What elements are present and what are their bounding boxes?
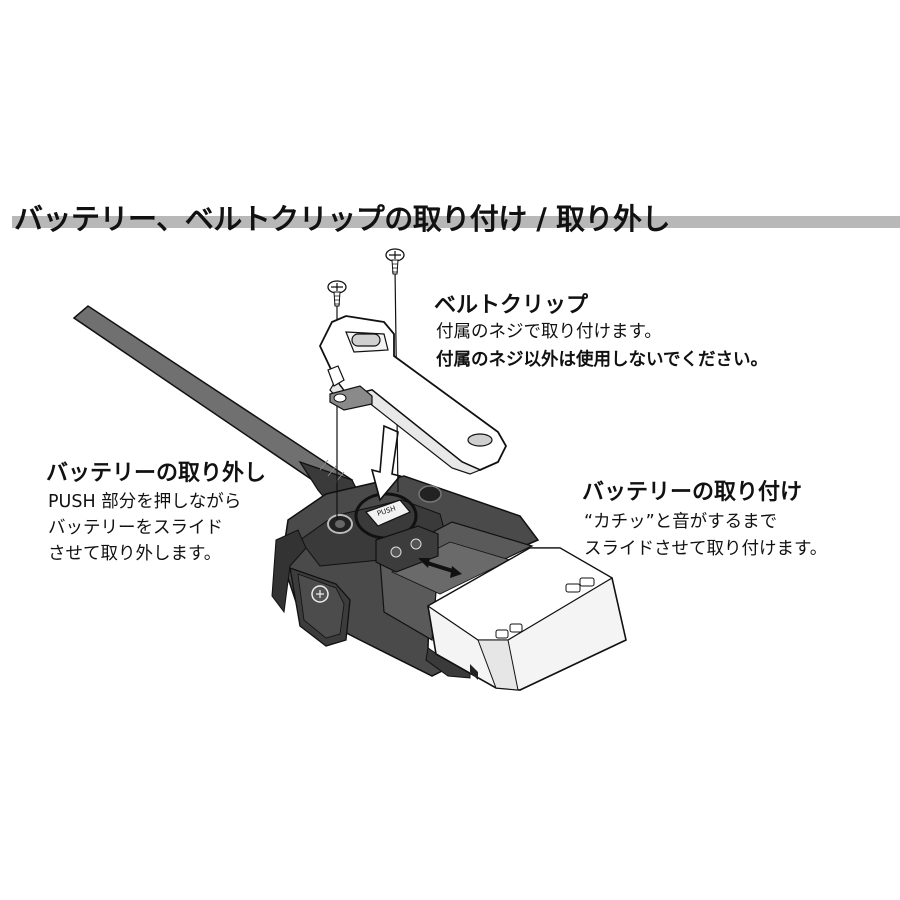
page-title: バッテリー、ベルトクリップの取り付け / 取り外し [14, 202, 671, 236]
belt-clip [318, 315, 508, 475]
battery-remove-line-3: させて取り外します。 [48, 544, 222, 564]
screw-right [385, 248, 405, 275]
push-latch: PUSH [354, 492, 418, 540]
slide-direction-arrow [418, 558, 462, 578]
screws [327, 248, 405, 307]
belt-clip-line-2: 付属のネジ以外は使用しないでください。 [436, 350, 768, 370]
battery-attach-line-1: “カチッ”と音がするまで [584, 512, 778, 532]
belt-clip-heading: ベルトクリップ [434, 293, 589, 318]
screw-left [327, 280, 347, 307]
battery-attach-line-2: スライドさせて取り付けます。 [584, 539, 828, 559]
title-underline-bar [12, 216, 900, 228]
battery-remove-heading: バッテリーの取り外し [46, 461, 267, 486]
battery-attach-heading: バッテリーの取り付け [582, 480, 803, 505]
battery-pack [426, 547, 627, 691]
battery-remove-line-1: PUSH 部分を押しながら [48, 492, 242, 512]
screw-holes [327, 485, 442, 534]
battery-remove-line-2: バッテリーをスライド [48, 518, 223, 538]
belt-clip-line-1: 付属のネジで取り付けます。 [436, 322, 662, 342]
